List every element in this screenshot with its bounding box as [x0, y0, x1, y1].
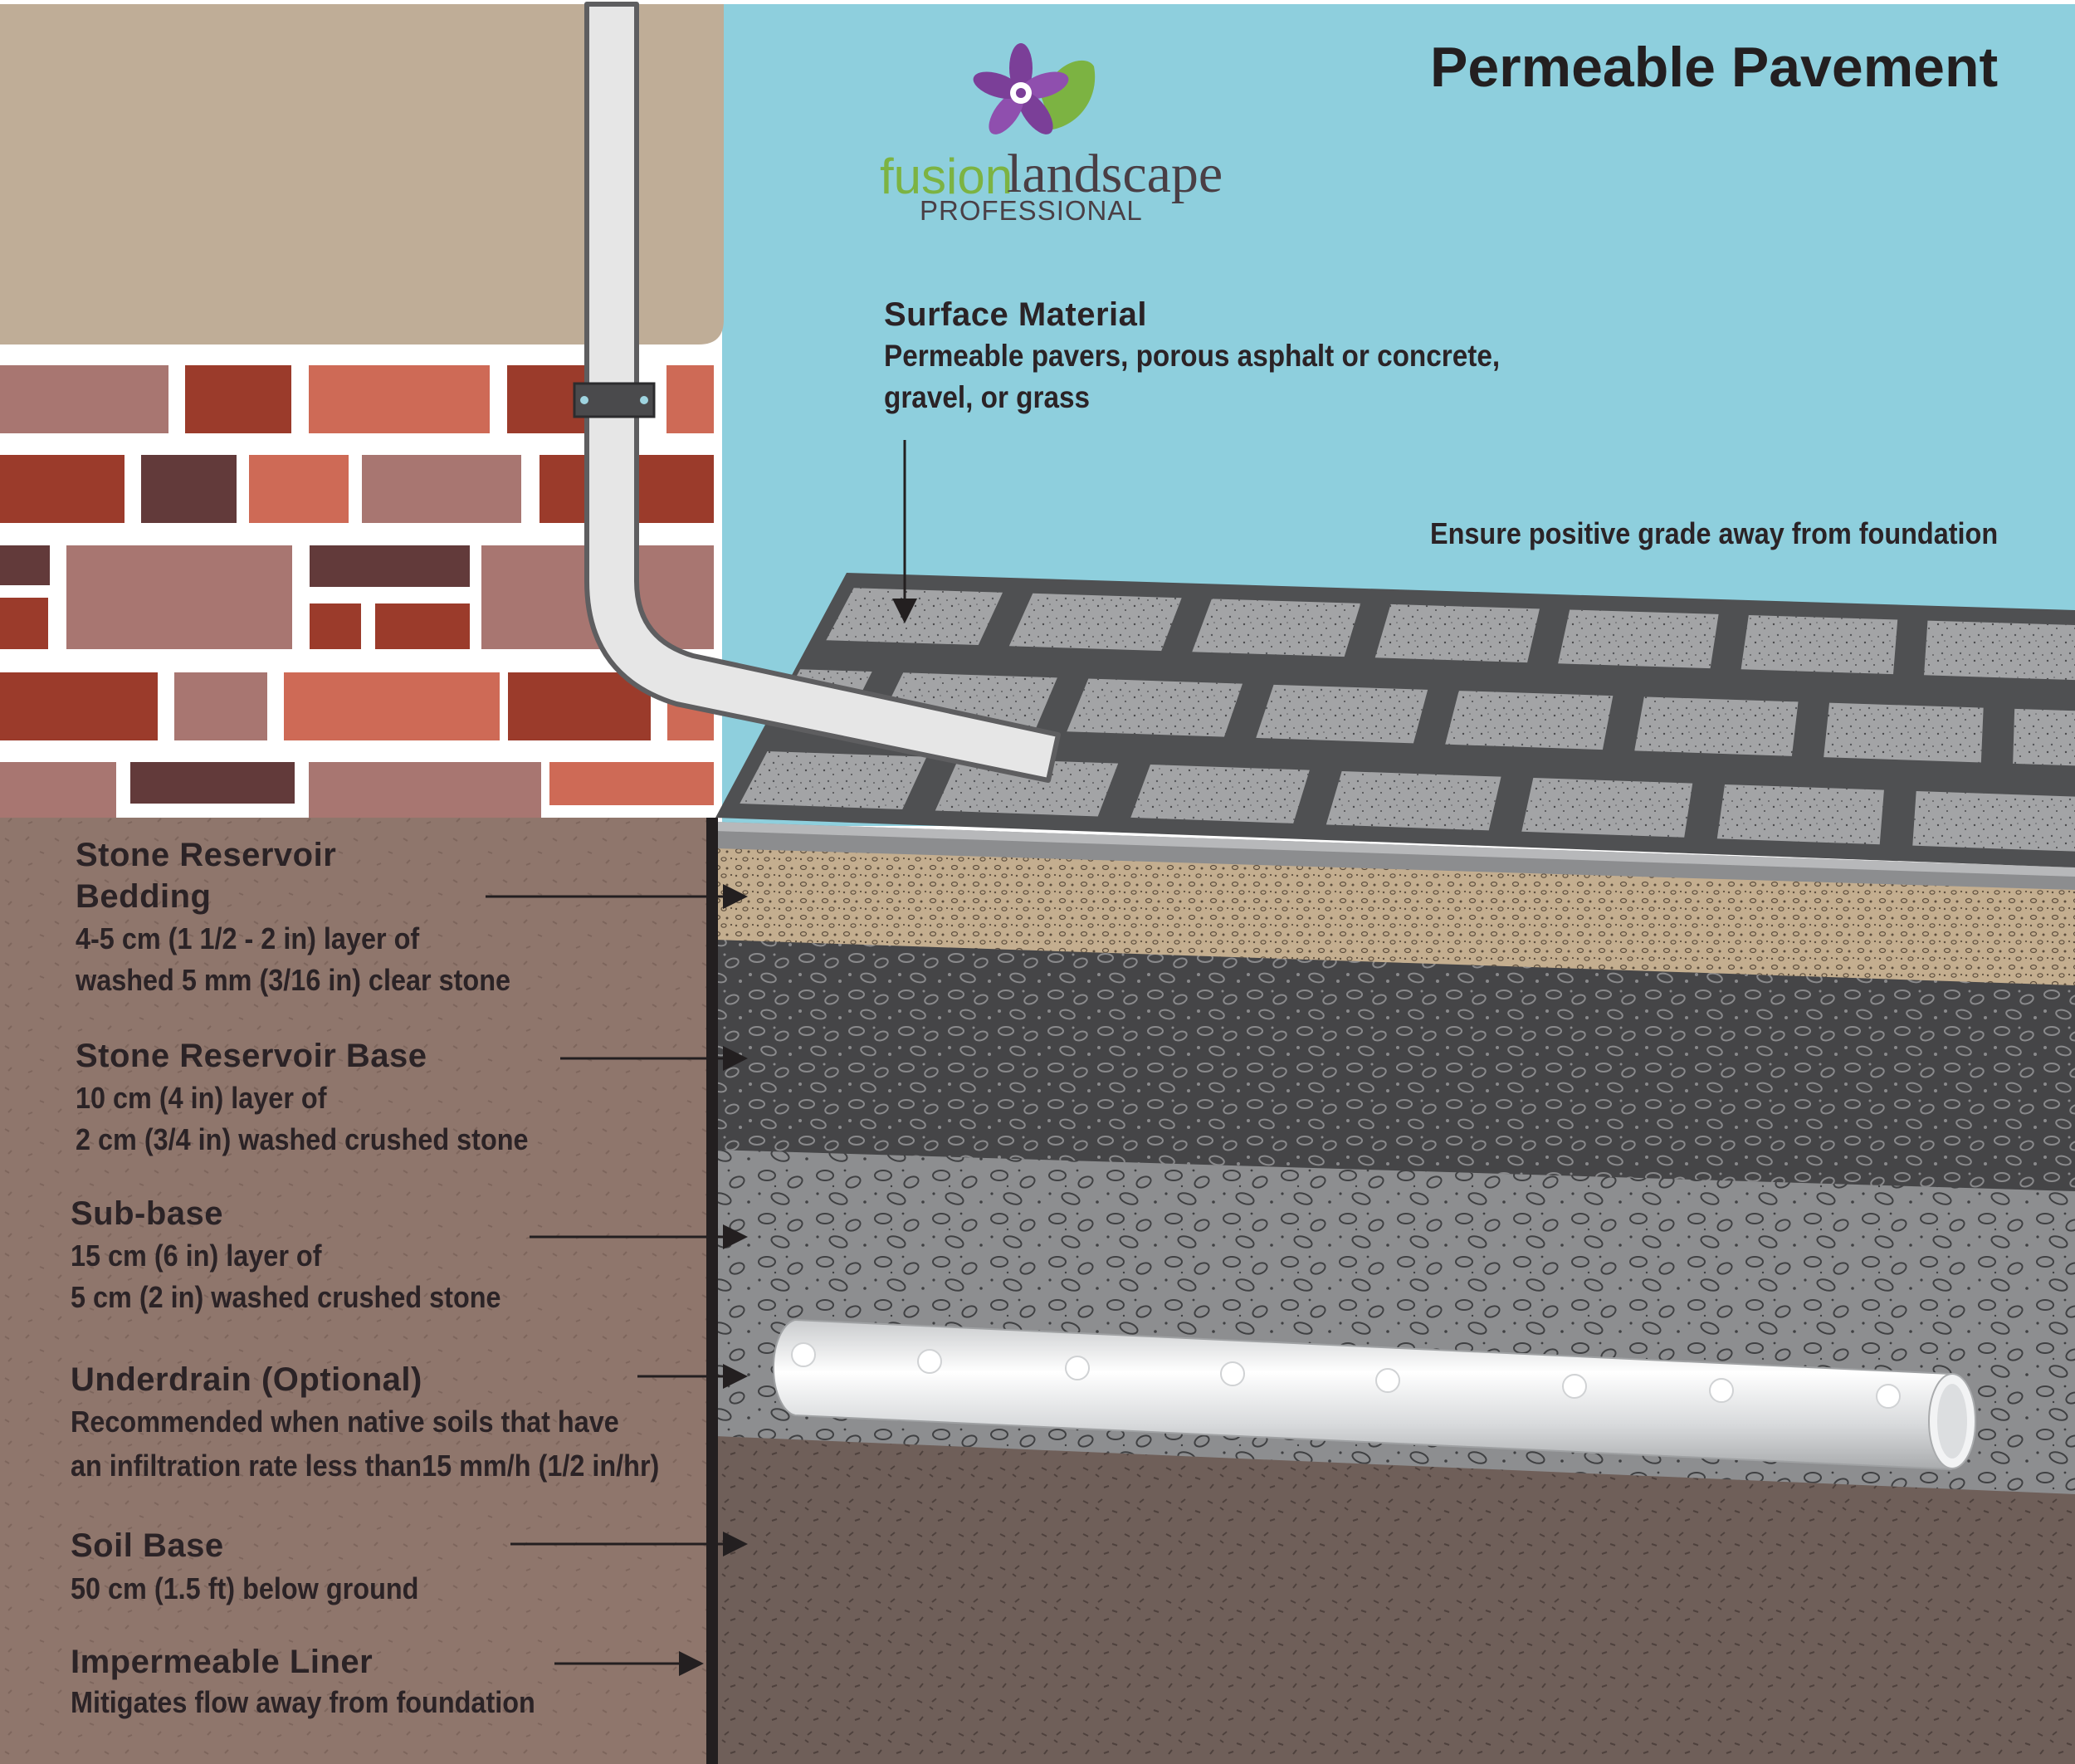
paver-texture [1008, 593, 1182, 652]
callout-arrows [486, 440, 917, 1676]
soil-panel [0, 818, 710, 1764]
surface-line-1: Permeable pavers, porous asphalt or conc… [884, 339, 1501, 373]
underdrain-pipe [772, 1318, 1976, 1471]
bedding-heading-line-2: Bedding [76, 878, 212, 915]
paver-texture [1558, 609, 1719, 669]
soil-base-heading: Soil Base [71, 1527, 224, 1564]
paver-texture [1824, 702, 1984, 763]
paver-texture [740, 751, 927, 810]
paver-texture [1741, 615, 1898, 675]
paver-texture [826, 588, 1003, 646]
underdrain-desc-1: Recommended when native soils that have [71, 1405, 619, 1439]
logo-word-primary: fusion [880, 149, 1013, 204]
sub-base-desc-2: 5 cm (2 in) washed crushed stone [71, 1280, 501, 1314]
bedding-desc-2: washed 5 mm (3/16 in) clear stone [76, 963, 511, 997]
surface-line-2: gravel, or grass [884, 380, 1091, 414]
paver-texture [2013, 708, 2075, 766]
logo-word-secondary: landscape [1007, 144, 1223, 204]
logo-flower-icon [973, 43, 1096, 134]
paver-texture [1374, 603, 1540, 663]
logo-tagline: PROFESSIONAL [920, 195, 1143, 226]
paver-texture [1445, 691, 1614, 750]
soil-base-desc: 50 cm (1.5 ft) below ground [71, 1571, 419, 1605]
surface-heading: Surface Material [884, 296, 1148, 333]
reservoir-base-heading: Stone Reservoir Base [76, 1038, 427, 1074]
grade-note: Ensure positive grade away from foundati… [1430, 516, 1999, 550]
liner-heading: Impermeable Liner [71, 1644, 374, 1680]
paver-texture [1192, 599, 1361, 657]
bedding-heading-line-1: Stone Reservoir [76, 837, 337, 873]
diagram-title: Permeable Pavement [1430, 36, 1999, 99]
underdrain-desc-2: an infiltration rate less than15 mm/h (1… [71, 1449, 660, 1483]
paver-texture [1130, 765, 1310, 823]
paver-surface [715, 573, 2075, 867]
paver-texture [1256, 684, 1428, 744]
reservoir-base-desc-1: 10 cm (4 in) layer of [76, 1081, 327, 1115]
paver-texture [1716, 784, 1884, 845]
downspout [573, 2, 1061, 783]
paver-texture [1634, 696, 1799, 756]
reservoir-base-desc-2: 2 cm (3/4 in) washed crushed stone [76, 1122, 529, 1156]
ground-layers [715, 822, 2075, 1764]
liner-desc: Mitigates flow away from foundation [71, 1685, 535, 1719]
paver-texture [1912, 790, 2075, 852]
sub-base-heading: Sub-base [71, 1195, 224, 1232]
paver-texture [1326, 770, 1501, 831]
bedding-desc-1: 4-5 cm (1 1/2 - 2 in) layer of [76, 921, 420, 955]
paver-texture [1521, 777, 1693, 838]
underdrain-heading: Underdrain (Optional) [71, 1361, 422, 1398]
house-siding [0, 4, 724, 344]
paver-texture [1067, 678, 1243, 737]
paver-texture [935, 758, 1119, 817]
sub-base-desc-1: 15 cm (6 in) layer of [71, 1239, 322, 1273]
paver-texture [1924, 620, 2075, 681]
